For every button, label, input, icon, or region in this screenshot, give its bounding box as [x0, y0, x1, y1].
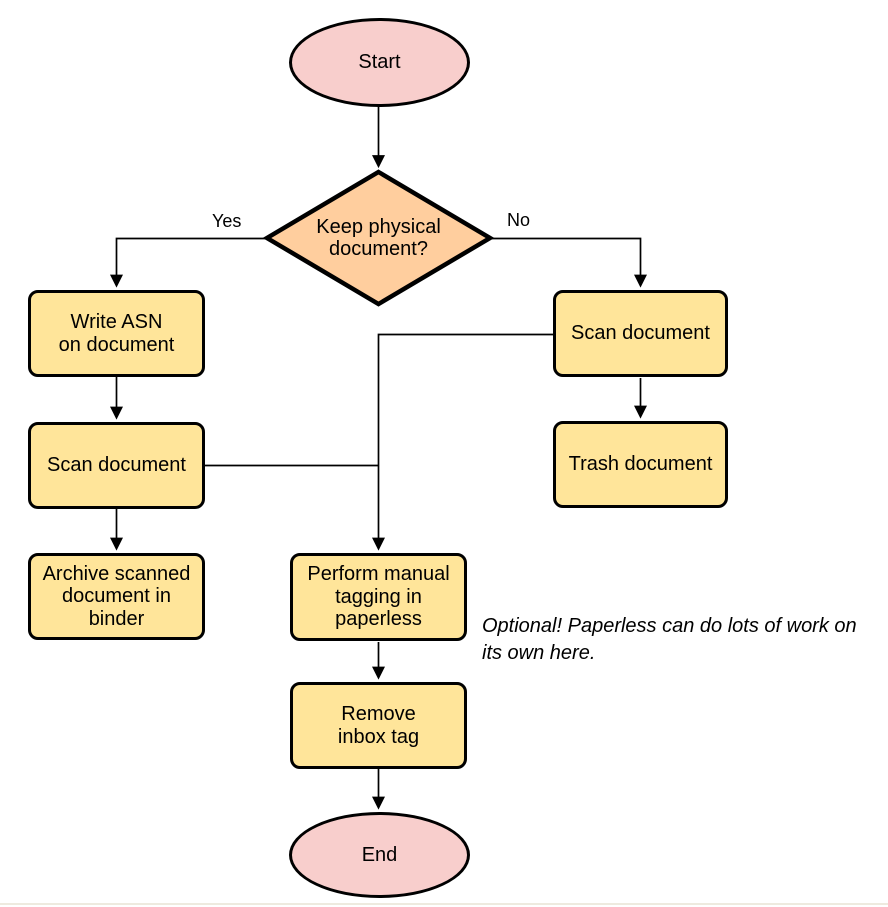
node-scan-document-left-label: Scan document [47, 454, 186, 477]
edge-decision-no [490, 237, 647, 288]
node-start: Start [289, 18, 470, 107]
node-remove-inbox-tag-label: Remove inbox tag [337, 703, 420, 748]
node-end-label: End [361, 843, 398, 866]
node-trash-document-label: Trash document [568, 453, 713, 476]
node-write-asn-label: Write ASN on document [58, 311, 175, 356]
edge-label-yes: Yes [212, 211, 242, 231]
node-trash-document: Trash document [553, 421, 728, 508]
annotation-optional-note: Optional! Paperless can do lots of work … [482, 615, 857, 664]
edge-scanright-to-tagging [372, 333, 553, 551]
node-decision: Keep physical document? [278, 172, 479, 304]
node-scan-document-right-label: Scan document [571, 322, 710, 345]
node-archive-scanned: Archive scanned document in binder [28, 553, 205, 640]
node-scan-document-left: Scan document [28, 422, 205, 509]
edge-decision-yes [110, 237, 267, 288]
decision-diamond-shape [262, 169, 495, 307]
node-manual-tagging-label: Perform manual tagging in paperless [307, 563, 450, 631]
node-remove-inbox-tag: Remove inbox tag [290, 682, 467, 769]
node-end: End [289, 812, 470, 898]
node-start-label: Start [358, 51, 401, 74]
node-write-asn: Write ASN on document [28, 290, 205, 377]
page-bottom-divider [0, 903, 888, 905]
node-decision-label: Keep physical document? [316, 215, 441, 260]
node-scan-document-right: Scan document [553, 290, 728, 377]
node-archive-scanned-label: Archive scanned document in binder [42, 562, 191, 630]
node-manual-tagging: Perform manual tagging in paperless [290, 553, 467, 641]
edge-label-no: No [507, 210, 531, 230]
